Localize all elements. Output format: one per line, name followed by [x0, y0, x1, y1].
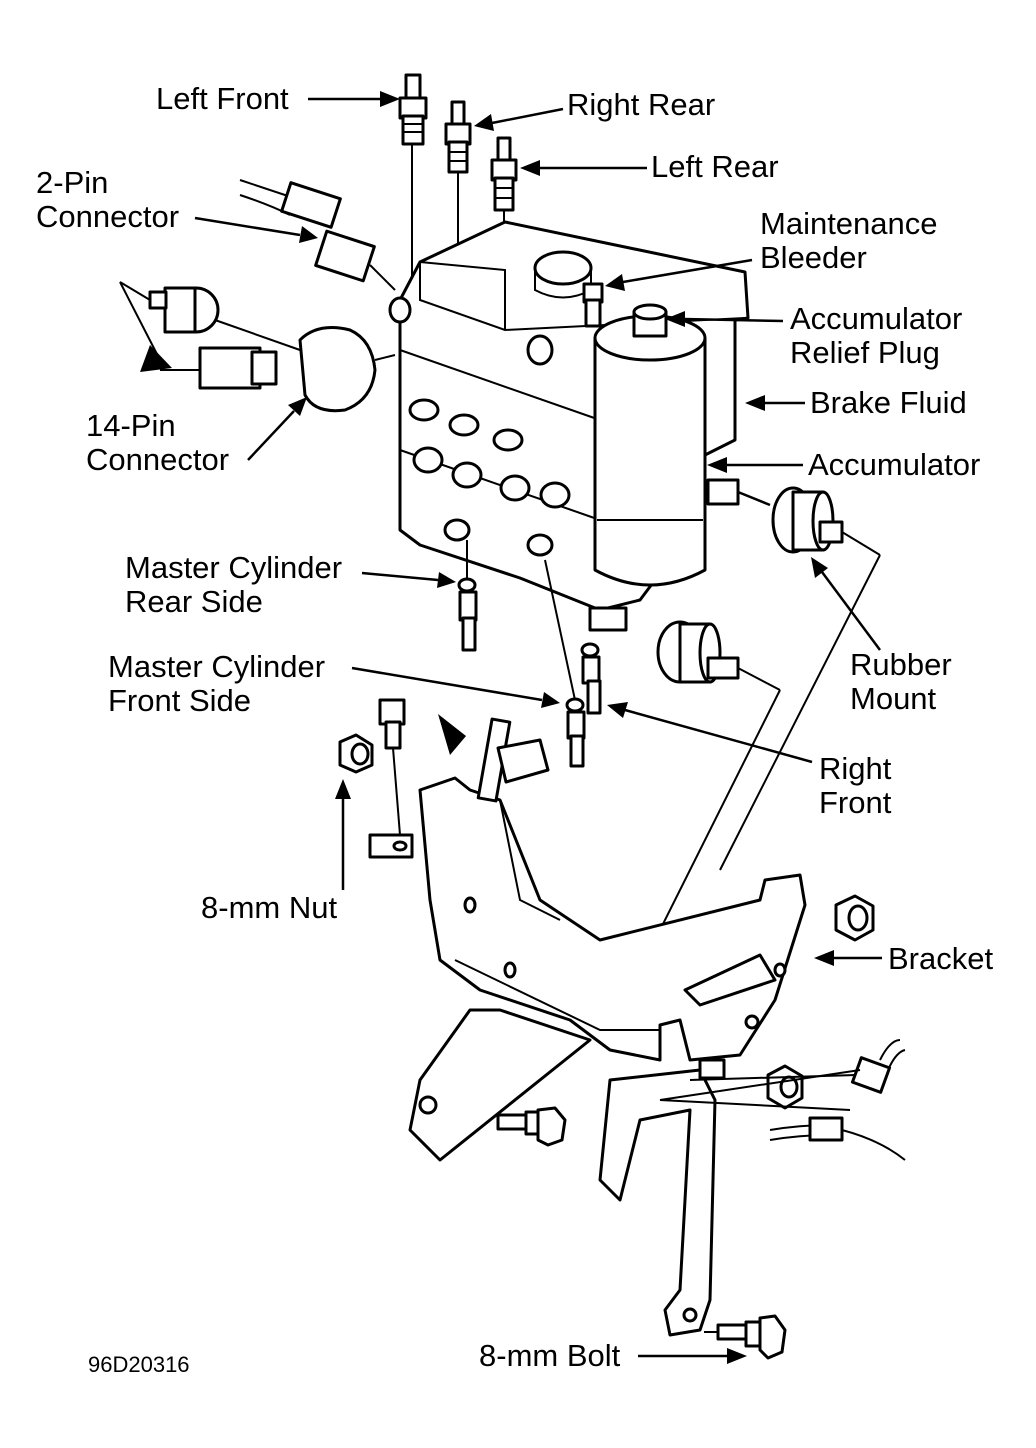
label-eight-mm-nut: 8-mm Nut	[201, 890, 338, 925]
label-maintenance-bleeder: Maintenance Bleeder	[760, 206, 938, 275]
label-master-cylinder-front-side: Master Cylinder Front Side	[108, 649, 326, 718]
right-rear-line-fitting	[444, 100, 472, 174]
label-bracket: Bracket	[888, 941, 994, 976]
accumulator-cylinder	[593, 303, 707, 587]
label-fourteen-pin-connector: 14-Pin Connector	[86, 408, 230, 477]
eight-mm-nut-right	[834, 894, 875, 942]
label-master-cylinder-rear-side: Master Cylinder Rear Side	[125, 550, 343, 619]
left-rear-line-fitting	[490, 136, 518, 212]
pressure-switch	[148, 286, 301, 351]
maintenance-bleeder	[582, 282, 604, 328]
rubber-mount-lower	[656, 620, 740, 684]
lower-modulator-fitting	[588, 606, 628, 632]
label-left-rear: Left Rear	[651, 149, 779, 184]
label-accumulator-relief-plug: Accumulator Relief Plug	[790, 301, 963, 370]
master-cylinder-rear-fitting	[457, 577, 478, 652]
label-left-front: Left Front	[156, 81, 289, 116]
nut-lower	[766, 1064, 804, 1110]
label-right-front: Right Front	[819, 751, 892, 820]
right-front-fitting	[580, 642, 602, 715]
sensor-harness	[659, 1039, 906, 1161]
bracket	[368, 717, 807, 1062]
figure-code: 96D20316	[88, 1352, 190, 1377]
stud-bolt	[378, 698, 406, 836]
label-two-pin-connector: 2-Pin Connector	[36, 165, 180, 234]
left-front-line-fitting	[398, 73, 428, 146]
bolt-left	[496, 1106, 567, 1147]
label-accumulator: Accumulator	[808, 447, 981, 482]
label-brake-fluid: Brake Fluid	[810, 385, 967, 420]
part-reference-pointer	[140, 345, 172, 372]
eight-mm-bolt	[716, 1314, 787, 1360]
master-cylinder-front-fitting	[565, 697, 586, 768]
rubber-mount-upper	[771, 486, 844, 554]
label-eight-mm-bolt: 8-mm Bolt	[479, 1338, 621, 1373]
two-pin-connector	[239, 179, 396, 291]
label-right-rear: Right Rear	[567, 87, 716, 122]
modulator-ports	[388, 296, 571, 557]
leader-lines	[194, 91, 882, 1364]
bracket-reference-pointer	[438, 714, 466, 755]
eight-mm-nut-left	[338, 733, 374, 774]
label-rubber-mount: Rubber Mount	[850, 647, 952, 716]
accumulator-side-fitting	[706, 478, 771, 507]
lower-support-arm	[408, 1008, 726, 1337]
fourteen-pin-connector	[160, 326, 396, 413]
